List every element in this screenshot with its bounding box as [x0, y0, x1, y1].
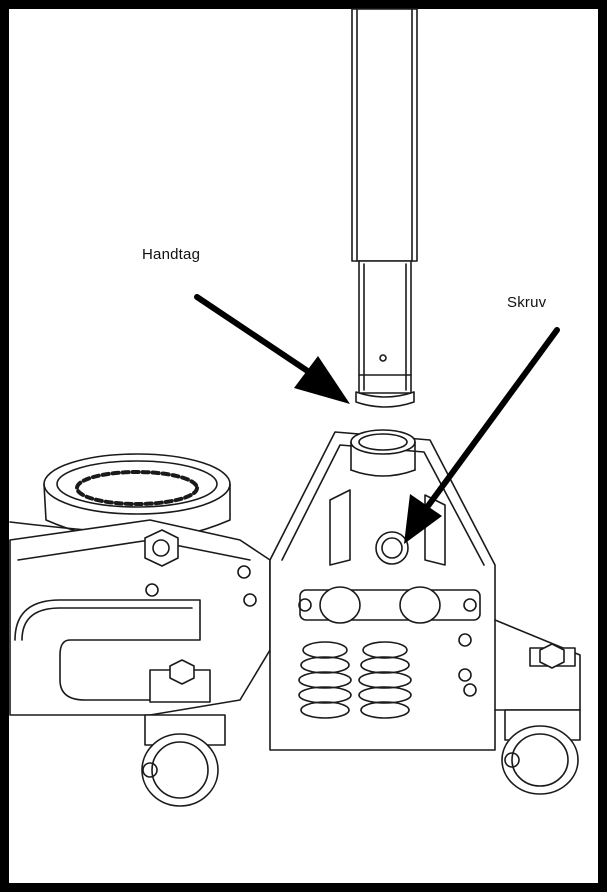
- screw-pointer-arrow: [404, 327, 560, 544]
- jack-chassis: [9, 519, 271, 716]
- frame-bolt: [149, 659, 211, 703]
- release-screw: [375, 531, 409, 565]
- screw-label: Skruv: [507, 294, 547, 311]
- left-caster: [141, 714, 226, 807]
- right-bracket: [494, 619, 581, 711]
- lifting-saddle: [9, 453, 231, 541]
- return-springs: [298, 641, 412, 719]
- handle-pointer-arrow: [194, 294, 350, 404]
- pump-housing: [269, 429, 496, 751]
- handle-tube: [351, 8, 418, 408]
- right-caster: [501, 709, 581, 795]
- handle-label: Handtag: [142, 246, 201, 263]
